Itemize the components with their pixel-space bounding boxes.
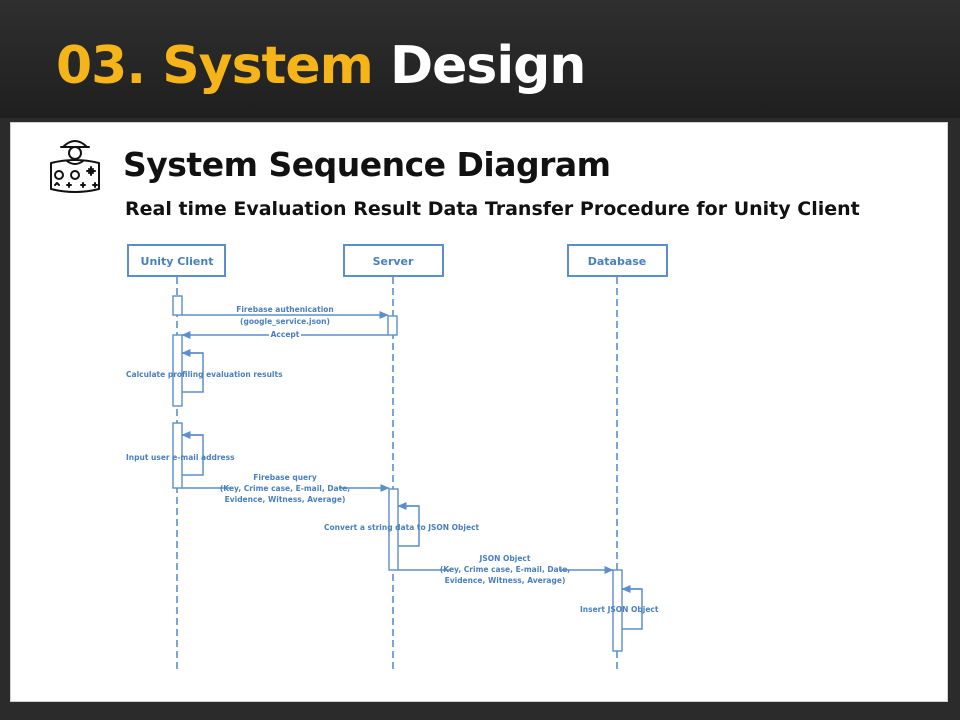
message-convert-json: Convert a string data to JSON Object bbox=[324, 502, 480, 547]
message-insert-json: Insert JSON Object bbox=[580, 585, 659, 630]
message-firebase-authentication: Firebase authenication (google_service.j… bbox=[182, 305, 389, 326]
message-label: (Key, Crime case, E-mail, Date, bbox=[440, 565, 570, 574]
content-panel: System Sequence Diagram Real time Evalua… bbox=[10, 122, 948, 702]
message-label: JSON Object bbox=[479, 554, 531, 563]
slide-title: 03. System Design bbox=[56, 30, 586, 102]
slide-title-rest: Design bbox=[389, 36, 586, 96]
section-title: System Sequence Diagram bbox=[123, 145, 611, 184]
message-label: Evidence, Witness, Average) bbox=[225, 495, 346, 504]
message-label: Firebase authenication bbox=[236, 305, 334, 314]
message-calculate-profiling: Calculate profiling evaluation results bbox=[126, 349, 283, 393]
activation-bar bbox=[172, 422, 183, 489]
message-firebase-query: Firebase query (Key, Crime case, E-mail,… bbox=[182, 473, 390, 504]
activation-bar bbox=[172, 334, 183, 407]
activation-bar bbox=[388, 488, 399, 571]
message-label: Evidence, Witness, Average) bbox=[445, 576, 566, 585]
message-label: Convert a string data to JSON Object bbox=[324, 523, 480, 532]
section-subtitle: Real time Evaluation Result Data Transfe… bbox=[125, 198, 860, 220]
message-json-object: JSON Object (Key, Crime case, E-mail, Da… bbox=[398, 554, 614, 585]
footer-band bbox=[0, 706, 960, 720]
participant-label: Database bbox=[588, 255, 647, 268]
participant-label: Server bbox=[373, 255, 414, 268]
sequence-diagram: Unity Client Server Database Firebase au… bbox=[126, 244, 668, 669]
title-bar: 03. System Design bbox=[0, 0, 960, 118]
message-input-email: Input user e-mail address bbox=[126, 431, 235, 476]
slide-title-accent: System bbox=[162, 36, 374, 96]
message-label: Input user e-mail address bbox=[126, 453, 235, 462]
message-label: Calculate profiling evaluation results bbox=[126, 370, 283, 379]
activation-bar bbox=[612, 569, 623, 652]
message-label: (Key, Crime case, E-mail, Date, bbox=[220, 484, 350, 493]
participant-server: Server bbox=[343, 244, 444, 277]
slide-number: 03. bbox=[56, 36, 146, 96]
activation-bar bbox=[172, 295, 183, 316]
activation-bar bbox=[387, 315, 398, 336]
participant-unity-client: Unity Client bbox=[127, 244, 226, 277]
message-label: Insert JSON Object bbox=[580, 605, 659, 614]
participant-label: Unity Client bbox=[141, 255, 214, 268]
message-label: Firebase query bbox=[253, 473, 317, 482]
message-accept: Accept bbox=[181, 329, 388, 339]
message-label: (google_service.json) bbox=[240, 317, 330, 326]
message-label: Accept bbox=[271, 330, 300, 339]
detective-magnifier-icon bbox=[50, 140, 100, 193]
participant-database: Database bbox=[567, 244, 668, 277]
